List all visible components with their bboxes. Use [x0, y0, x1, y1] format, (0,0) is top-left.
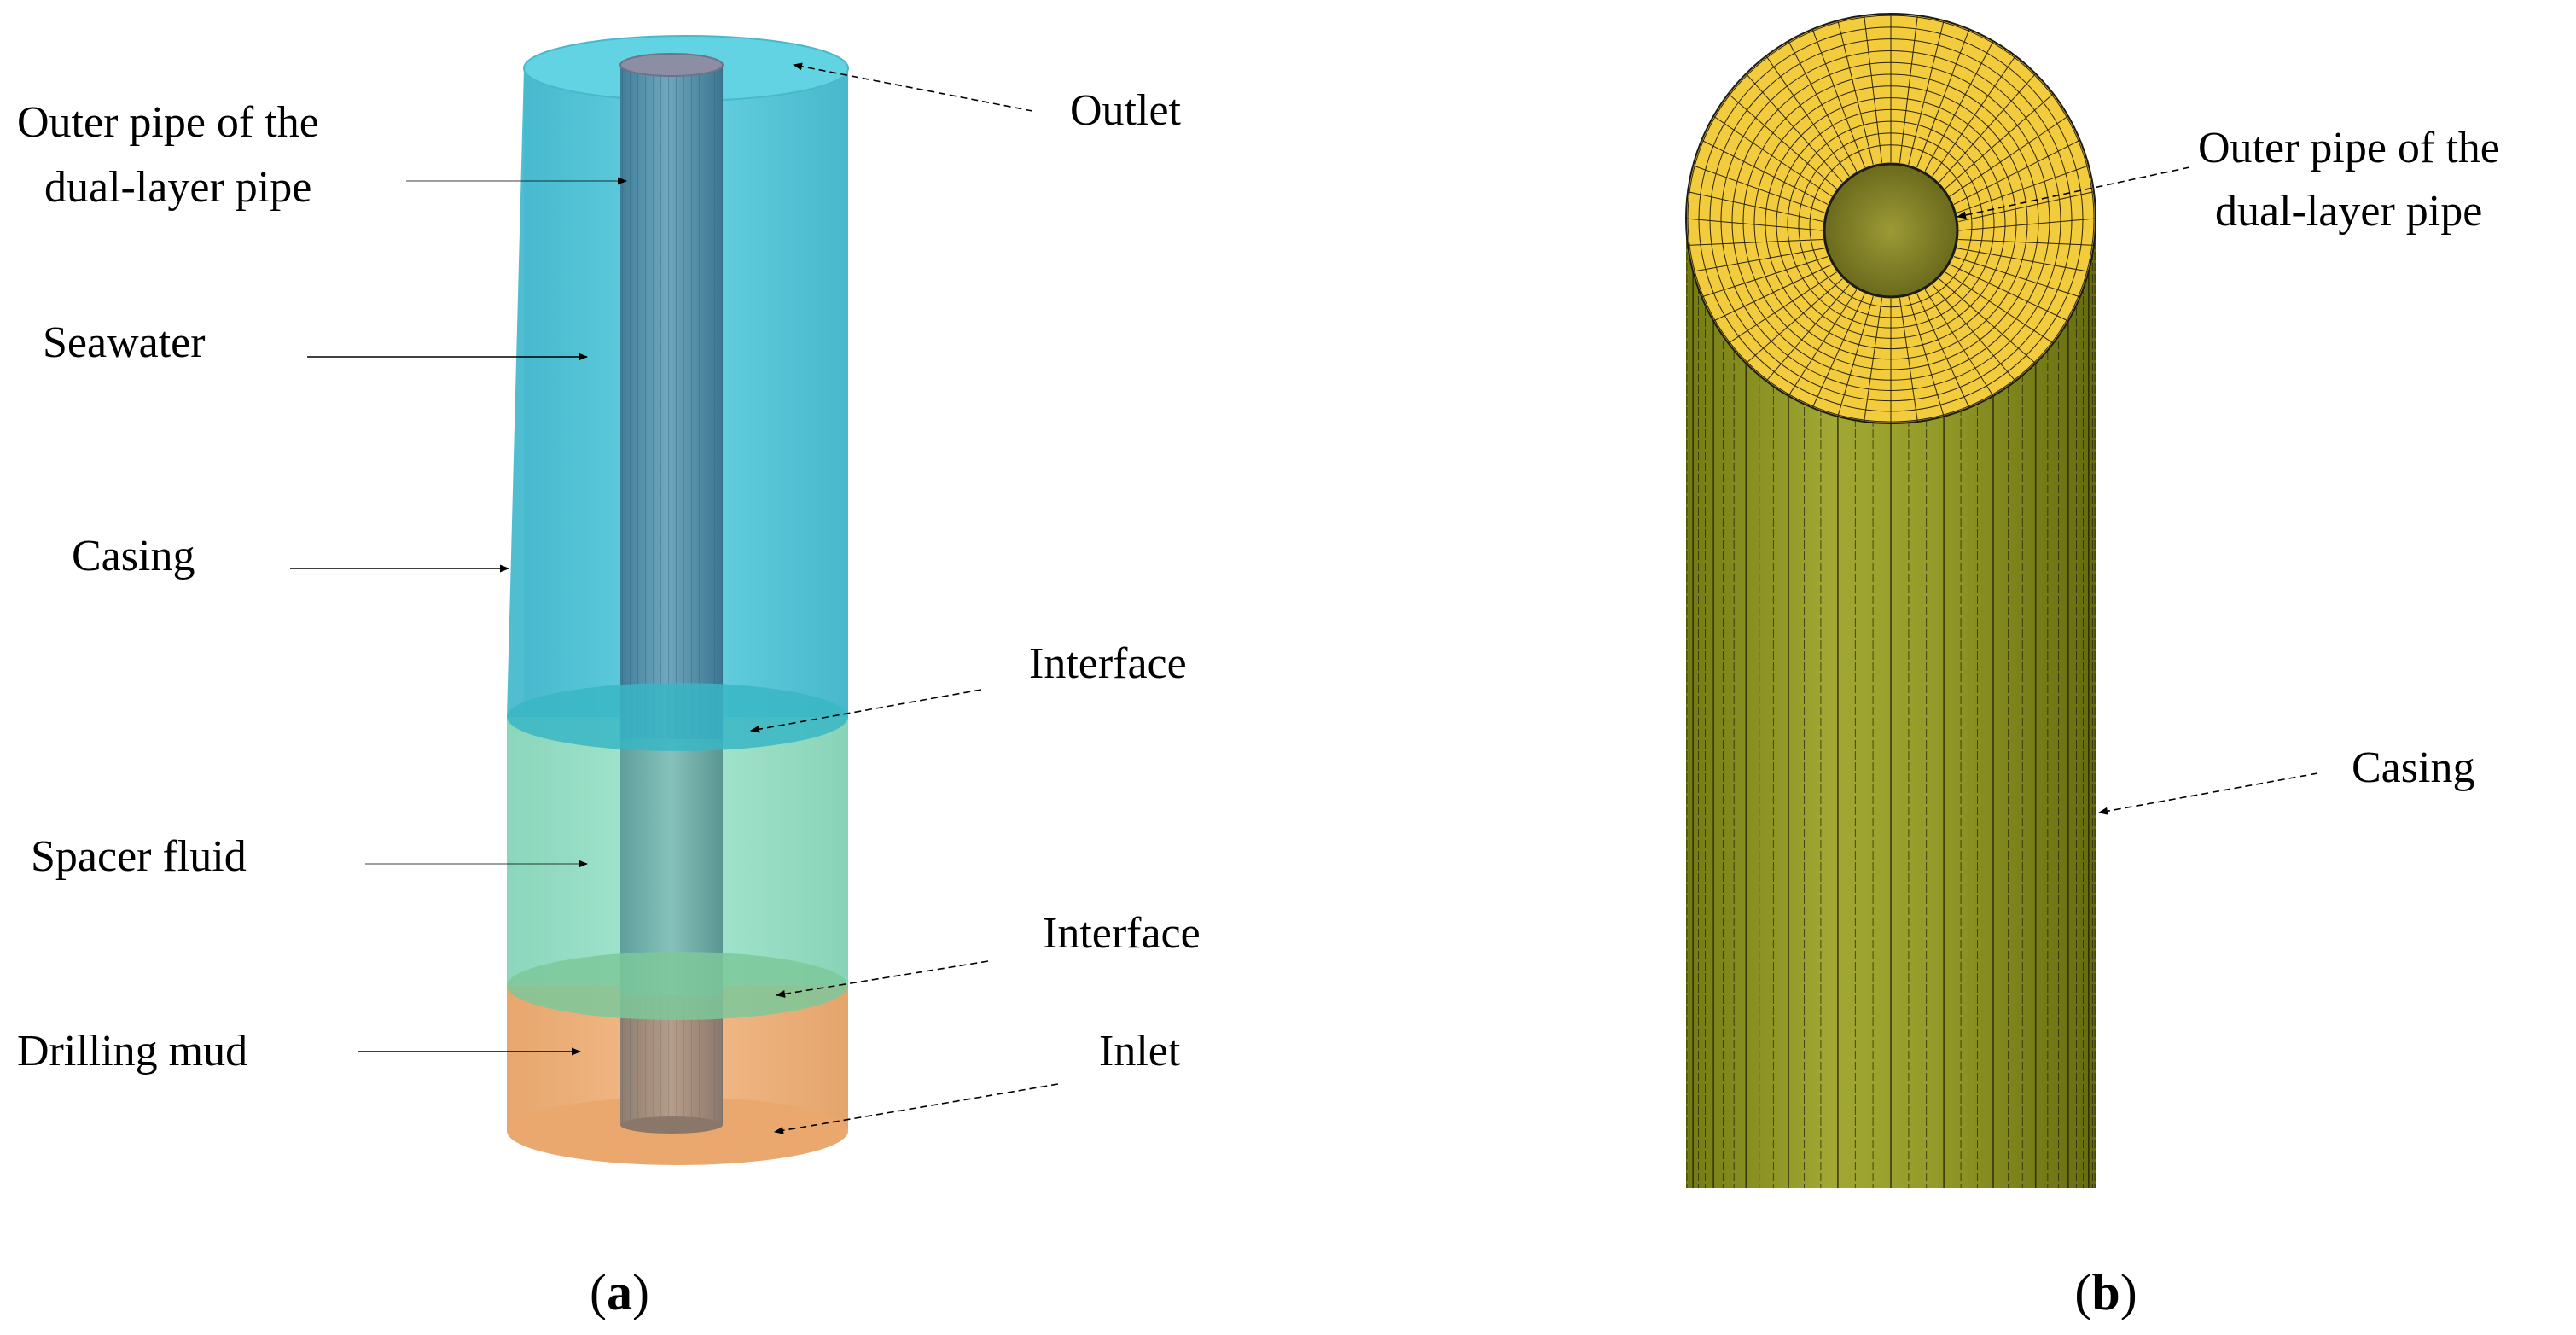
label-outer-pipe-b-line2: dual-layer pipe	[2215, 187, 2482, 236]
label-outer-pipe-b-line1: Outer pipe of the	[2198, 124, 2500, 172]
panel-a-cylinder-model: Outer pipe of the dual-layer pipe Seawat…	[17, 35, 1201, 1320]
label-outer-pipe-a-line1: Outer pipe of the	[17, 98, 319, 147]
label-spacer-fluid: Spacer fluid	[31, 832, 247, 881]
label-inlet: Inlet	[1099, 1027, 1181, 1076]
interface-upper-surface	[507, 683, 848, 751]
label-outer-pipe-a-line2: dual-layer pipe	[44, 163, 311, 212]
arrow-outlet	[792, 62, 1033, 112]
inner-pipe-top	[619, 53, 724, 77]
inner-hole	[1823, 162, 1959, 299]
label-outlet: Outlet	[1070, 86, 1182, 135]
label-drilling-mud: Drilling mud	[17, 1027, 247, 1076]
interface-lower-surface	[507, 952, 848, 1020]
panel-b-mesh-model: Outer pipe of the dual-layer pipe Casing…	[1685, 13, 2500, 1320]
arrow-casing-b	[2097, 772, 2318, 815]
caption-b: (b)	[2074, 1264, 2137, 1320]
arrow-outer-pipe-b	[1956, 166, 2190, 219]
label-interface-lower: Interface	[1043, 909, 1201, 958]
leader-arrows-a	[290, 62, 1059, 1134]
arrow-interface-upper	[749, 689, 982, 733]
label-interface-upper: Interface	[1029, 639, 1187, 688]
arrow-interface-lower	[775, 960, 989, 998]
leader-arrows-b	[1956, 166, 2318, 815]
arrow-inlet	[773, 1083, 1059, 1134]
caption-a-letter: a	[607, 1264, 632, 1320]
label-seawater: Seawater	[43, 318, 206, 367]
label-casing-b: Casing	[2352, 743, 2474, 792]
annulus-top-face	[1685, 13, 2096, 424]
caption-a: (a)	[590, 1264, 649, 1320]
caption-b-letter: b	[2091, 1264, 2120, 1320]
label-casing-a: Casing	[72, 532, 195, 580]
